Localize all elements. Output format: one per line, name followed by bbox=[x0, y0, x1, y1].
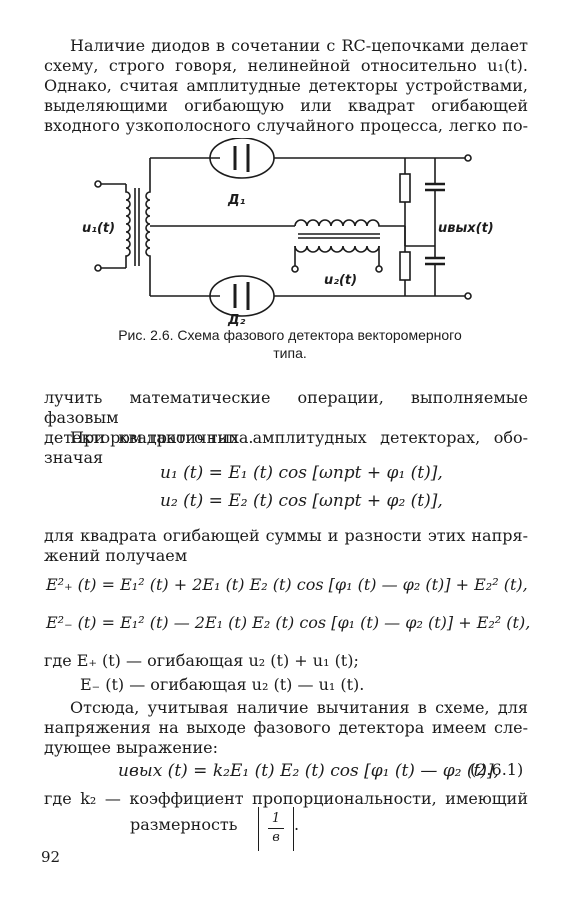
dimension-fraction: 1 в bbox=[258, 807, 294, 851]
circuit-diagram: u₁(t) Д₁ Д₂ u₂(t) uвых(t) bbox=[82, 138, 494, 328]
diode-2-label: Д₂ bbox=[227, 313, 246, 328]
text-line: для квадрата огибающей суммы и разности … bbox=[44, 526, 528, 545]
text-line: выделяющими огибающую или квадрат огибаю… bbox=[44, 96, 528, 115]
equation-u2: u₂ (t) = E₂ (t) cos [ωпрt + φ₂ (t)], bbox=[160, 491, 443, 511]
primary-coil bbox=[125, 184, 131, 268]
caption-line: Рис. 2.6. Схема фазового детектора векто… bbox=[118, 327, 462, 343]
paragraph-quadratic: При квадратичных амплитудных детекторах,… bbox=[44, 428, 528, 468]
paragraph-envelope: для квадрата огибающей суммы и разности … bbox=[44, 526, 528, 566]
text-line: Отсюда, учитывая наличие вычитания в схе… bbox=[70, 698, 528, 717]
definition-e-minus: E₋ (t) — огибающая u₂ (t) — u₁ (t). bbox=[80, 675, 365, 694]
text-line: лучить математические операции, выполняе… bbox=[44, 388, 528, 427]
reference-voltage-label: u₂(t) bbox=[324, 273, 357, 288]
text-line: жений получаем bbox=[44, 546, 188, 565]
secondary-coil bbox=[145, 158, 151, 296]
equation-e-minus: E²₋ (t) = E₁² (t) — 2E₁ (t) E₂ (t) cos [… bbox=[46, 613, 531, 632]
text-line: Наличие диодов в сочетании с RC-цепочкам… bbox=[70, 36, 528, 55]
paragraph-intro: Наличие диодов в сочетании с RC-цепочкам… bbox=[44, 36, 528, 136]
equation-number: (2.6.1) bbox=[470, 760, 524, 779]
input-voltage-label: u₁(t) bbox=[82, 221, 115, 236]
output-terminal-top bbox=[464, 154, 472, 162]
page-number: 92 bbox=[41, 848, 61, 866]
caption-line: типа. bbox=[273, 345, 307, 361]
dimension-label: размерность bbox=[130, 815, 238, 834]
figure-caption: Рис. 2.6. Схема фазового детектора векто… bbox=[60, 326, 520, 362]
text-line: дующее выражение: bbox=[44, 738, 218, 757]
resistor-top bbox=[399, 173, 411, 203]
equation-u1: u₁ (t) = E₁ (t) cos [ωпрt + φ₁ (t)], bbox=[160, 463, 443, 483]
fraction-denominator: в bbox=[272, 830, 280, 845]
resistor-bottom bbox=[399, 251, 411, 281]
dimension-period: . bbox=[294, 815, 300, 834]
output-voltage-label: uвых(t) bbox=[438, 221, 494, 236]
definition-e-plus: где E₊ (t) — огибающая u₂ (t) + u₁ (t); bbox=[44, 651, 359, 670]
reference-coil-primary bbox=[294, 219, 405, 227]
text-line: детектором такого типа. bbox=[44, 428, 254, 447]
input-terminal-top bbox=[94, 180, 102, 188]
input-terminal-bottom bbox=[94, 264, 102, 272]
text-line: схему, строго говоря, нелинейной относит… bbox=[44, 56, 528, 75]
text-line: входного узкополосного случайного процес… bbox=[44, 116, 528, 135]
paragraph-continuation: лучить математические операции, выполняе… bbox=[44, 388, 528, 448]
reference-coil-secondary bbox=[294, 245, 380, 253]
text-line: значая bbox=[44, 448, 104, 467]
fraction-numerator: 1 bbox=[271, 811, 281, 826]
equation-output: uвых (t) = k₂E₁ (t) E₂ (t) cos [φ₁ (t) —… bbox=[118, 761, 499, 781]
paragraph-output: Отсюда, учитывая наличие вычитания в схе… bbox=[44, 698, 528, 758]
text-line: Однако, считая амплитудные детекторы уст… bbox=[44, 76, 528, 95]
fraction-bar bbox=[268, 828, 284, 829]
output-terminal-bottom bbox=[464, 292, 472, 300]
equation-e-plus: E²₊ (t) = E₁² (t) + 2E₁ (t) E₂ (t) cos [… bbox=[46, 575, 528, 594]
diode-1-label: Д₁ bbox=[227, 193, 246, 208]
text-line: При квадратичных амплитудных детекторах,… bbox=[70, 428, 528, 447]
definition-k2: где k₂ — коэффициент пропорциональности,… bbox=[44, 789, 528, 808]
text-line: напряжения на выходе фазового детектора … bbox=[44, 718, 528, 737]
